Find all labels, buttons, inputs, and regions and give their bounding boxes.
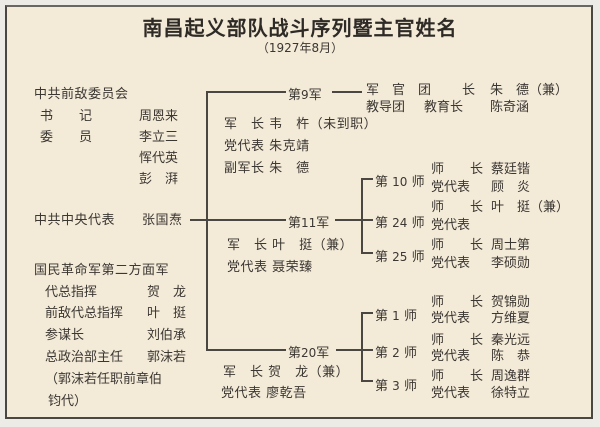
division-3-rep: 徐特立	[491, 386, 531, 401]
connector-20th-army	[206, 349, 286, 351]
connector-11th-army	[206, 219, 286, 221]
page-title: 南昌起义部队战斗序列暨主官姓名	[142, 16, 458, 40]
division-24-label: 第 24 师	[373, 212, 427, 231]
division-3-commander: 周逸群	[491, 369, 531, 384]
second-front-army-role-2: 前敌代总指挥	[45, 306, 124, 321]
army-11-row-1: 军 长 叶 挺（兼）	[227, 238, 354, 253]
division-1-commander: 贺锦勋	[491, 295, 531, 310]
second-front-army-note-1: （郭沫若任职前章伯	[45, 372, 163, 387]
division-3-rep-role: 党代表	[431, 386, 471, 401]
central-rep-name: 张国焘	[142, 213, 183, 228]
second-front-army-name-4: 郭沫若	[147, 350, 187, 365]
front-committee-member-2: 恽代英	[139, 151, 179, 166]
army-20-row-1: 军 长 贺 龙（兼）	[223, 365, 350, 380]
front-committee-member-3: 彭 湃	[139, 172, 179, 187]
front-committee-role-member: 委 员	[40, 130, 93, 145]
connector-central-rep	[190, 219, 208, 221]
bracket-tick-24	[361, 219, 373, 221]
page-subtitle: （1927年8月）	[256, 41, 344, 55]
division-2-commander: 秦光远	[491, 333, 531, 348]
division-10-rep-role: 党代表	[431, 180, 471, 195]
bracket-tick-1	[361, 312, 373, 314]
army-11-label: 第11军	[286, 212, 332, 231]
second-front-army-role-4: 总政治部主任	[45, 350, 124, 365]
division-10-label: 第 10 师	[373, 171, 427, 190]
second-front-army-name-2: 叶 挺	[147, 306, 187, 321]
division-3-commander-role: 师 长	[431, 369, 484, 384]
second-front-army-note-2: 钧代）	[48, 394, 88, 409]
division-1-rep: 方维夏	[491, 311, 531, 326]
front-committee-heading: 中共前敌委员会	[34, 87, 129, 102]
connector-9th-army	[206, 91, 286, 93]
second-front-army-role-3: 参谋长	[45, 328, 85, 343]
connector-20th-army-side	[336, 349, 363, 351]
second-front-army-name-1: 贺 龙	[147, 285, 187, 300]
connector-9th-army-side	[332, 91, 362, 93]
second-front-army-name-3: 刘伯承	[147, 328, 187, 343]
division-25-rep: 李硕勋	[491, 256, 531, 271]
bracket-20th-army	[361, 312, 363, 382]
division-2-rep: 陈 恭	[491, 349, 531, 364]
division-25-commander: 周士第	[491, 238, 531, 253]
division-2-label: 第 2 师	[373, 342, 419, 361]
front-committee-member-1: 李立三	[139, 130, 179, 145]
division-1-commander-role: 师 长	[431, 295, 484, 310]
division-24-rep-role: 党代表	[431, 218, 471, 233]
front-committee-name-secretary: 周恩来	[139, 109, 179, 124]
bracket-tick-2	[361, 349, 373, 351]
army-9-side-name-1: 朱 德（兼）	[490, 83, 569, 98]
division-1-rep-role: 党代表	[431, 311, 471, 326]
division-2-commander-role: 师 长	[431, 333, 484, 348]
division-10-commander: 蔡廷锴	[491, 162, 531, 177]
division-24-commander: 叶 挺（兼）	[491, 200, 570, 215]
army-9-side-unit-2: 教导团	[366, 100, 406, 115]
connector-trunk	[206, 91, 208, 351]
division-25-label: 第 25 师	[373, 246, 427, 265]
army-9-side-role-2: 教育长	[424, 100, 464, 115]
bracket-tick-25	[361, 252, 373, 254]
bracket-tick-3	[361, 380, 373, 382]
division-25-rep-role: 党代表	[431, 256, 471, 271]
army-9-row-2: 党代表 朱克靖	[224, 139, 310, 154]
central-rep-role: 中共中央代表	[34, 213, 116, 228]
division-25-commander-role: 师 长	[431, 238, 484, 253]
division-10-commander-role: 师 长	[431, 162, 484, 177]
front-committee-role-secretary: 书 记	[40, 109, 93, 124]
bracket-11th-army	[361, 178, 363, 254]
army-9-row-1: 军 长 韦 杵（未到职）	[224, 117, 378, 132]
army-9-row-3: 副军长 朱 德	[224, 161, 310, 176]
army-20-row-2: 党代表 廖乾吾	[221, 386, 307, 401]
connector-11th-army-side	[335, 219, 363, 221]
division-24-commander-role: 师 长	[431, 200, 484, 215]
division-3-label: 第 3 师	[373, 375, 419, 394]
army-9-label: 第9军	[286, 84, 324, 103]
army-9-side-unit-1: 军 官 团	[366, 83, 432, 98]
bracket-tick-10	[361, 178, 373, 180]
second-front-army-role-1: 代总指挥	[45, 285, 98, 300]
army-11-row-2: 党代表 聂荣臻	[227, 260, 313, 275]
second-front-army-heading: 国民革命军第二方面军	[34, 263, 170, 278]
army-9-side-role-1: 长	[462, 83, 476, 98]
division-10-rep: 顾 炎	[491, 180, 531, 195]
division-1-label: 第 1 师	[373, 305, 419, 324]
army-20-label: 第20军	[286, 342, 332, 361]
division-2-rep-role: 党代表	[431, 349, 471, 364]
army-9-side-name-2: 陈奇涵	[490, 100, 530, 115]
